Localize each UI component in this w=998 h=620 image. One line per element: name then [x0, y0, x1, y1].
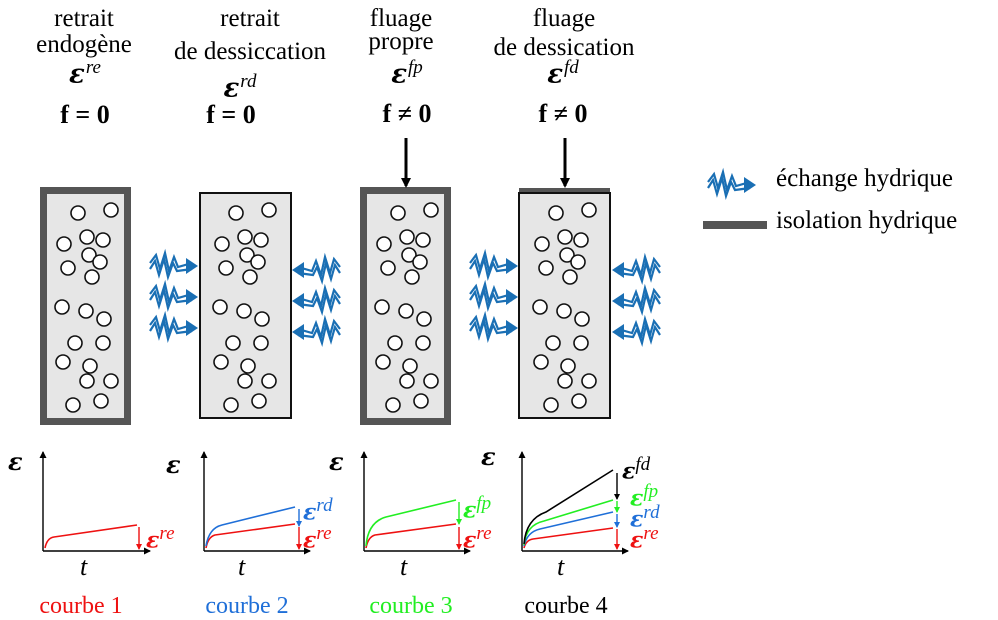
condition-3: f ≠ 0 [382, 99, 432, 128]
y-axis-label-2: ε [166, 450, 181, 479]
zigzag-arrow-icon [706, 170, 758, 198]
title-retrait-dessiccation: retrait de dessiccation [173, 5, 327, 65]
y-axis-label-4: ε [481, 442, 496, 471]
title-fluage-dessication: fluage de dessication [493, 5, 635, 61]
curve-label-re-2: εre [303, 523, 332, 554]
title-retrait-endogene: retrait endogène [36, 5, 132, 58]
specimen-4-top-plate [519, 188, 610, 195]
legend-isolation-label: isolation hydrique [776, 207, 958, 234]
caption-courbe-4: courbe 4 [524, 593, 608, 619]
exchange-arrows-4-right [610, 255, 662, 345]
curve-label-re-1: εre [146, 523, 175, 554]
curve-label-fp-3: εfp [463, 493, 492, 524]
curve-label-fp-4: εfp [630, 481, 659, 512]
condition-1: f = 0 [60, 100, 110, 129]
x-axis-label-2: t [238, 552, 246, 581]
exchange-arrows-2-left [148, 251, 200, 341]
condition-4: f ≠ 0 [538, 99, 588, 128]
x-axis-label-1: t [80, 552, 88, 581]
plot-1 [39, 451, 151, 555]
x-axis-label-4: t [557, 552, 565, 581]
symbol-2: εrd [223, 71, 257, 104]
curve-label-re-3: εre [463, 523, 492, 554]
plot-4 [518, 451, 629, 555]
symbol-4: εfd [547, 57, 579, 90]
caption-courbe-2: courbe 2 [205, 593, 289, 619]
legend-exchange-label: échange hydrique [776, 165, 954, 192]
exchange-arrows-2-right [290, 255, 342, 345]
exchange-arrows-4-left [468, 251, 520, 341]
symbol-3: εfp [391, 57, 423, 90]
curve-label-re-4: εre [630, 523, 659, 554]
caption-courbe-1: courbe 1 [39, 593, 123, 619]
x-axis-label-3: t [400, 552, 408, 581]
symbol-1: εre [69, 57, 101, 90]
curve-label-rd-4: εrd [630, 502, 660, 533]
plot-3 [360, 451, 471, 555]
aggregates-1 [54, 202, 119, 413]
curve-label-fd-4: εfd [622, 454, 651, 485]
curve-label-rd-2: εrd [303, 495, 333, 526]
thick-gray-bar-icon [703, 221, 767, 229]
condition-2: f = 0 [206, 100, 256, 129]
caption-courbe-3: courbe 3 [369, 593, 453, 619]
y-axis-label-1: ε [8, 447, 23, 476]
y-axis-label-3: ε [329, 447, 344, 476]
plot-2 [200, 451, 311, 555]
title-fluage-propre: fluage propre [368, 5, 434, 55]
